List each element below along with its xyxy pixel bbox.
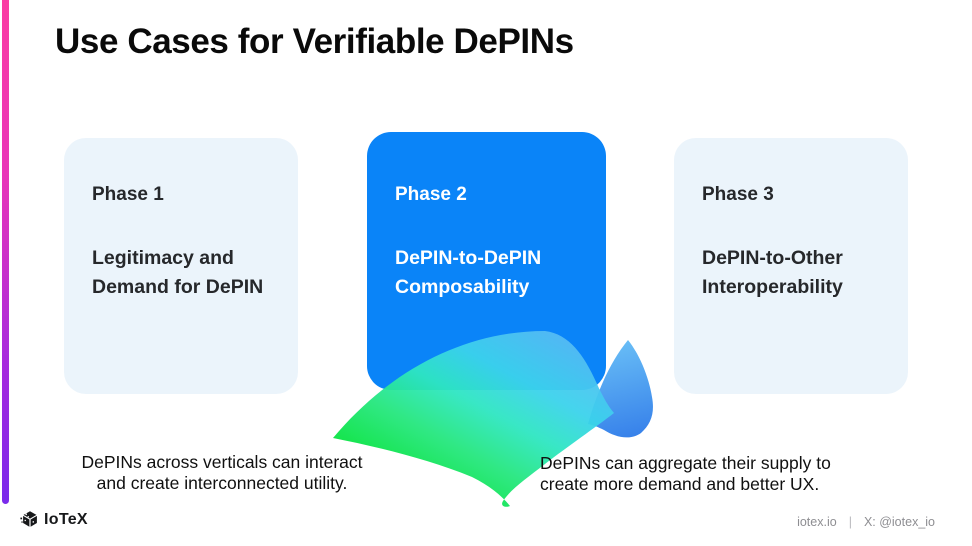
gradient-ribbon-graphic bbox=[333, 331, 653, 507]
phase-3-card: Phase 3 DePIN-to-Other Interoperability bbox=[674, 138, 908, 394]
phase-1-description-line1: Legitimacy and bbox=[92, 247, 234, 269]
phase-3-description-line2: Interoperability bbox=[702, 276, 843, 298]
footer-x-handle-link[interactable]: X: @iotex_io bbox=[863, 515, 935, 529]
phase-1-description-line2: Demand for DePIN bbox=[92, 276, 264, 298]
left-gradient-accent-bar bbox=[2, 0, 9, 504]
phase-1-card: Phase 1 Legitimacy and Demand for DePIN bbox=[64, 138, 298, 394]
phase-3-description-line1: DePIN-to-Other bbox=[702, 247, 843, 269]
phase2-right-annotation-line2: create more demand and better UX. bbox=[540, 474, 820, 494]
ribbon-main-wing bbox=[333, 331, 614, 507]
phase-2-label: Phase 2 bbox=[395, 184, 467, 205]
phase-1-description: Legitimacy and Demand for DePIN bbox=[92, 244, 272, 302]
phase-2-description-line2: Composability bbox=[395, 276, 530, 298]
phase-3-label: Phase 3 bbox=[702, 184, 774, 205]
iotex-cube-logo-icon bbox=[20, 511, 37, 527]
page-title: Use Cases for Verifiable DePINs bbox=[55, 22, 574, 61]
footer-website-link[interactable]: iotex.io bbox=[797, 515, 837, 529]
iotex-brand-lockup: IoTeX bbox=[20, 510, 88, 530]
phase2-left-annotation-line1: DePINs across verticals can interact bbox=[81, 452, 363, 472]
phase-3-description: DePIN-to-Other Interoperability bbox=[702, 244, 882, 302]
phase2-left-annotation-line2: and create interconnected utility. bbox=[96, 473, 348, 493]
footer-links: iotex.io | X: @iotex_io bbox=[797, 515, 935, 529]
phase2-right-annotation: DePINs can aggregate their supply to cre… bbox=[540, 453, 890, 495]
phase-1-label: Phase 1 bbox=[92, 184, 164, 205]
phase2-left-annotation: DePINs across verticals can interact and… bbox=[62, 452, 382, 494]
phase-2-description: DePIN-to-DePIN Composability bbox=[395, 244, 580, 302]
phase-2-description-line1: DePIN-to-DePIN bbox=[395, 247, 542, 269]
footer-separator: | bbox=[848, 515, 852, 529]
phase2-right-annotation-line1: DePINs can aggregate their supply to bbox=[540, 453, 831, 473]
iotex-brand-wordmark: IoTeX bbox=[44, 511, 88, 528]
